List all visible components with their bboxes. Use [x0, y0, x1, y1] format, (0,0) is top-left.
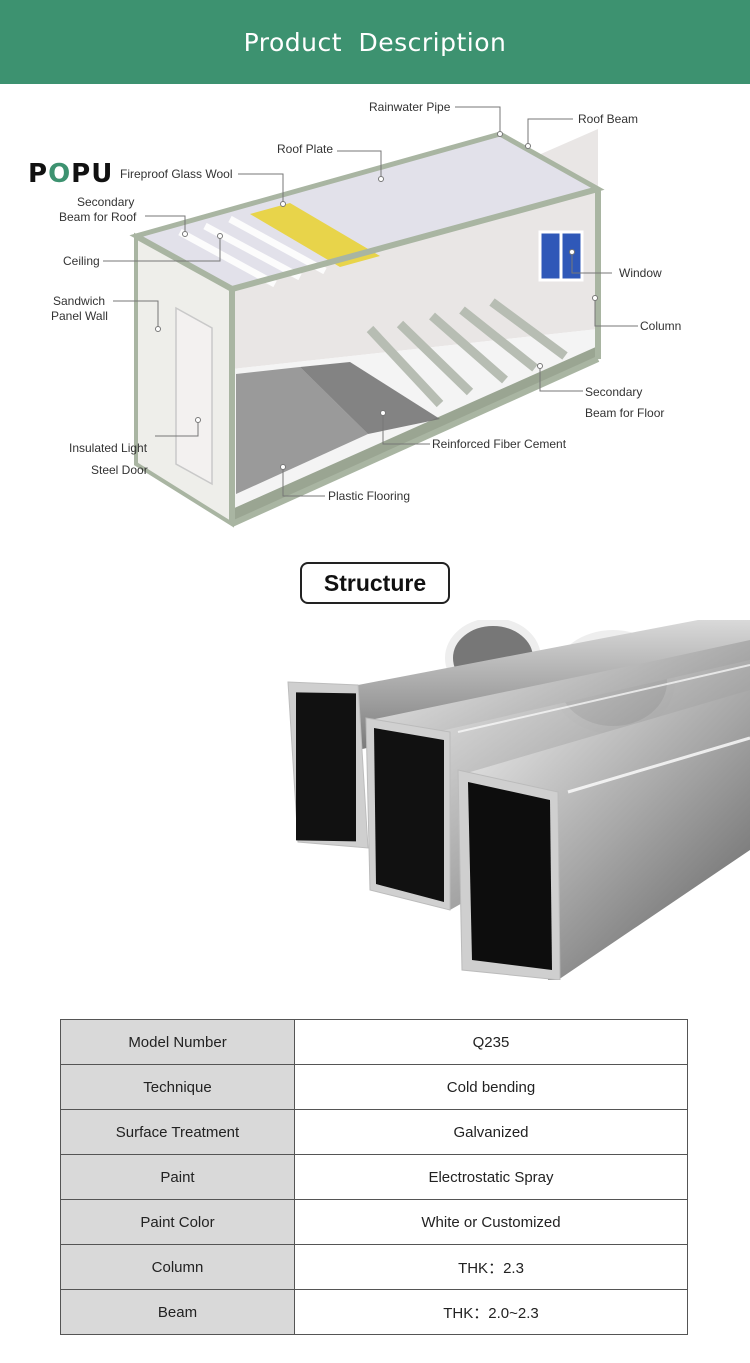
- callout-window: Window: [619, 266, 662, 280]
- callout-insulated-door-1: Insulated Light: [69, 441, 148, 455]
- spec-key: Beam: [60, 1289, 295, 1335]
- callout-roof-plate: Roof Plate: [277, 142, 334, 156]
- spec-key: Paint: [60, 1154, 295, 1200]
- container-diagram: Rainwater Pipe Roof Beam Roof Plate Fire…: [0, 84, 750, 544]
- fireproof-glass-wool: [250, 203, 380, 267]
- callout-insulated-door-2: Steel Door: [91, 463, 148, 477]
- leader-dots: [155, 131, 598, 470]
- callout-sandwich-panel-1: Sandwich: [53, 294, 106, 308]
- table-row: Paint Color White or Customized: [60, 1199, 688, 1245]
- spec-value: Electrostatic Spray: [294, 1154, 688, 1200]
- spec-value: Q235: [294, 1019, 688, 1065]
- spec-key: Paint Color: [60, 1199, 295, 1245]
- floor-frame-front: [232, 344, 598, 524]
- callout-secondary-beam-roof-2: Beam for Roof: [59, 210, 137, 224]
- callout-ceiling: Ceiling: [63, 254, 100, 268]
- container-illustration: [103, 106, 638, 528]
- logo-letter-accent: O: [48, 159, 72, 189]
- spec-key: Technique: [60, 1064, 295, 1110]
- callout-rainwater-pipe: Rainwater Pipe: [369, 100, 451, 114]
- structure-heading: Structure: [300, 562, 450, 604]
- brand-logo: POPU: [28, 159, 113, 189]
- table-row: Surface Treatment Galvanized: [60, 1109, 688, 1155]
- fiber-cement: [300, 362, 440, 434]
- spec-table: Model Number Q235 Technique Cold bending…: [60, 1019, 688, 1335]
- callout-secondary-beam-roof-1: Secondary: [77, 195, 135, 209]
- spec-key: Surface Treatment: [60, 1109, 295, 1155]
- callout-reinforced-fiber-cement: Reinforced Fiber Cement: [432, 437, 567, 451]
- logo-letter: P: [28, 159, 49, 189]
- steel-tubes-image: [278, 618, 750, 981]
- spec-value: THK：2.3: [294, 1244, 688, 1290]
- leader-lines: [103, 106, 638, 497]
- logo-letter: PU: [71, 159, 114, 189]
- table-row: Column THK：2.3: [60, 1244, 688, 1290]
- table-row: Technique Cold bending: [60, 1064, 688, 1110]
- callout-secondary-beam-floor-1: Secondary: [585, 385, 643, 399]
- callout-roof-beam: Roof Beam: [578, 112, 639, 126]
- table-row: Paint Electrostatic Spray: [60, 1154, 688, 1200]
- spec-value: THK：2.0~2.3: [294, 1289, 688, 1335]
- spec-value: Cold bending: [294, 1064, 688, 1110]
- spec-key: Model Number: [60, 1019, 295, 1065]
- plastic-flooring: [236, 367, 368, 494]
- callout-column: Column: [640, 319, 682, 333]
- steel-door: [175, 306, 213, 486]
- callout-secondary-beam-floor-2: Beam for Floor: [585, 406, 665, 420]
- table-row: Model Number Q235: [60, 1019, 688, 1065]
- page-header: Product Description: [0, 0, 750, 84]
- header-title: Product Description: [243, 27, 507, 57]
- callout-fireproof-glass-wool: Fireproof Glass Wool: [120, 167, 233, 181]
- callout-plastic-flooring: Plastic Flooring: [328, 489, 411, 503]
- table-row: Beam THK：2.0~2.3: [60, 1289, 688, 1335]
- callout-sandwich-panel-2: Panel Wall: [51, 309, 108, 323]
- spec-value: Galvanized: [294, 1109, 688, 1155]
- spec-value: White or Customized: [294, 1199, 688, 1245]
- spec-key: Column: [60, 1244, 295, 1290]
- steel-tubes-illustration: [278, 618, 750, 981]
- floor-beams: [366, 298, 568, 408]
